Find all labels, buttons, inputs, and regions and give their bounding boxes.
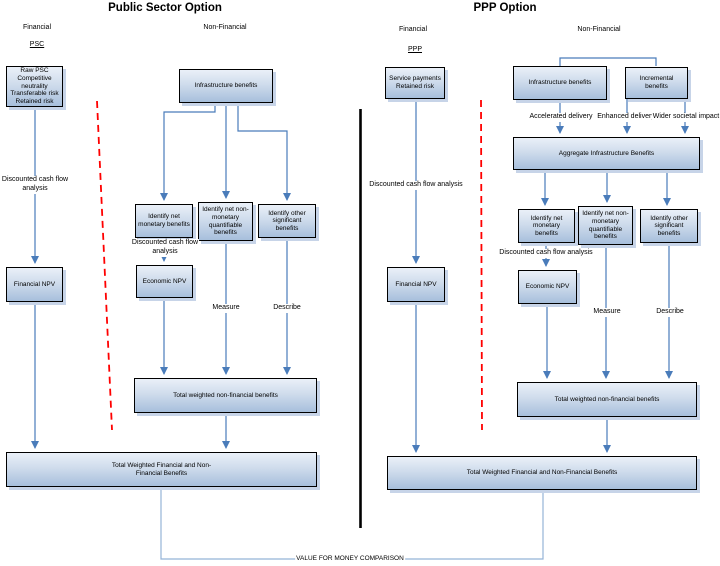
left-financial-header: Financial (21, 24, 53, 33)
bracket-infra-incremental (559, 57, 657, 66)
dcf-label-financial-right: Discounted cash flow analysis (368, 181, 464, 190)
financial-npv-box-left: Financial NPV (6, 267, 63, 302)
red-dashed-separator-left (96, 100, 113, 431)
identify-other-box-right: Identify other significant benefits (640, 209, 698, 243)
measure-label-right: Measure (592, 308, 622, 317)
dcf-label-nonfinancial-right: Discounted cash flow analysis (498, 249, 594, 258)
identify-monetary-box-right: Identify net monetary benefits (518, 209, 575, 243)
total-weighted-nonfinancial-box-right: Total weighted non-financial benefits (517, 382, 697, 417)
describe-label-left: Describe (272, 304, 302, 313)
financial-npv-box-right: Financial NPV (387, 267, 445, 302)
identify-nonmonetary-box-left: Identify net non- monetary quantifiable … (198, 202, 253, 241)
left-nonfinancial-header: Non-Financial (202, 24, 248, 33)
aggregate-infrastructure-box: Aggregate Infrastructure Benefits (513, 137, 700, 170)
wider-societal-impact-label: Wider societal impact (651, 113, 720, 122)
connector-infra-to-other-left (237, 103, 291, 201)
economic-npv-box-left: Economic NPV (136, 265, 193, 298)
service-payments-box: Service payments Retained risk (385, 67, 445, 99)
measure-label-left: Measure (211, 304, 241, 313)
economic-npv-box-right: Economic NPV (518, 270, 577, 304)
title-public-sector: Public Sector Option (107, 1, 223, 16)
psc-components-box: Raw PSC Competitive neutrality Transfera… (6, 66, 63, 107)
infrastructure-benefits-box-left: Infrastructure benefits (179, 69, 273, 103)
right-financial-header: Financial (397, 26, 429, 35)
enhanced-delivery-label: Enhanced delivery (596, 113, 656, 122)
total-weighted-box-right: Total Weighted Financial and Non-Financi… (387, 456, 697, 490)
left-psc-header: PSC (28, 41, 46, 50)
infrastructure-benefits-box-right: Infrastructure benefits (513, 66, 607, 100)
identify-monetary-box-left: Identify net monetary benefits (135, 204, 193, 238)
connector-infra-to-monetary-left (160, 103, 216, 201)
dcf-label-nonfinancial-left: Discounted cash flow analysis (130, 239, 200, 257)
right-nonfinancial-header: Non-Financial (576, 26, 622, 35)
right-ppp-header: PPP (406, 46, 424, 55)
title-ppp: PPP Option (472, 1, 538, 16)
value-for-money-label: VALUE FOR MONEY COMPARISON (295, 555, 405, 564)
total-weighted-box-left: Total Weighted Financial and Non- Financ… (6, 452, 317, 487)
red-dashed-separator-right (480, 99, 483, 431)
total-weighted-nonfinancial-box-left: Total weighted non-financial benefits (134, 378, 317, 413)
vfm-connector (160, 487, 544, 560)
identify-nonmonetary-box-right: Identify net non- monetary quantifiable … (578, 206, 633, 245)
accelerated-delivery-label: Accelerated delivery (528, 113, 594, 122)
dcf-label-financial-left: Discounted cash flow analysis (0, 176, 70, 194)
identify-other-box-left: Identify other significant benefits (258, 204, 316, 238)
describe-label-right: Describe (655, 308, 685, 317)
incremental-benefits-box: Incremental benefits (625, 67, 688, 99)
